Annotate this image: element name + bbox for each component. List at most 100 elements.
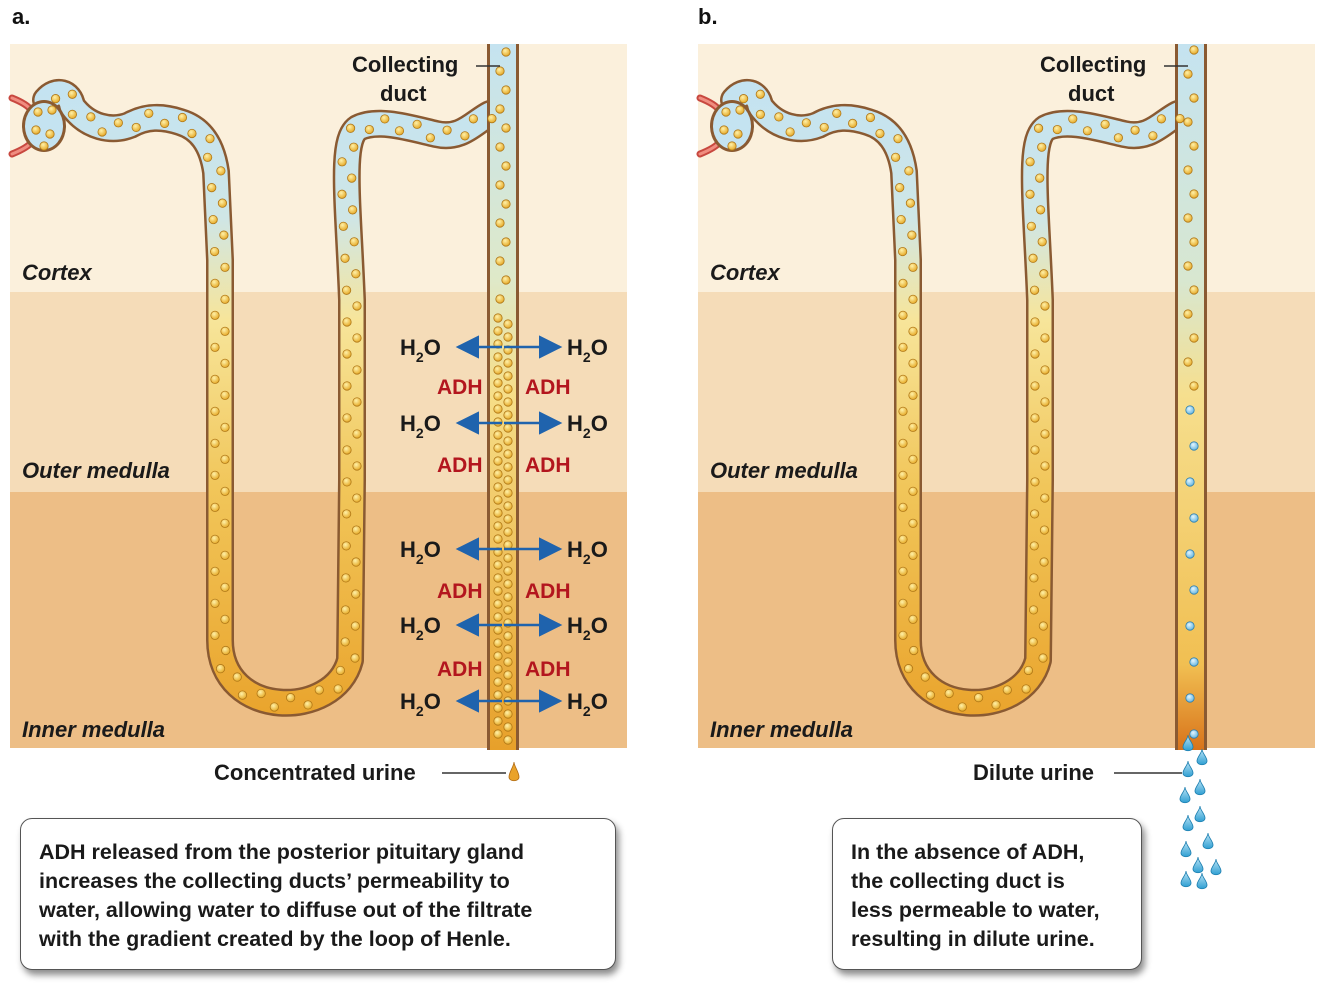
water-label: H2O bbox=[567, 335, 608, 365]
collecting-duct-label: Collecting duct bbox=[1040, 52, 1152, 106]
water-drop bbox=[1182, 814, 1194, 832]
water-label: H2O bbox=[567, 411, 608, 441]
solute-particle bbox=[97, 127, 107, 137]
solute-particle bbox=[380, 114, 390, 124]
solute-particle bbox=[493, 677, 503, 687]
solute-particle bbox=[898, 246, 908, 257]
cortex-region bbox=[698, 44, 1315, 292]
solute-particle bbox=[286, 693, 296, 703]
solute-particle bbox=[1189, 237, 1199, 247]
solute-particle bbox=[1040, 429, 1050, 439]
solute-particle bbox=[347, 173, 357, 183]
solute-particle bbox=[1029, 573, 1039, 583]
solute-particle bbox=[755, 89, 765, 99]
solute-particle bbox=[1040, 397, 1050, 407]
collecting-duct-label: Collecting duct bbox=[352, 52, 464, 106]
solute-particle bbox=[1028, 253, 1038, 263]
solute-particle bbox=[865, 112, 876, 123]
solute-particle bbox=[1035, 173, 1045, 183]
solute-particle bbox=[203, 152, 213, 162]
solute-particle bbox=[342, 349, 352, 359]
solute-particle bbox=[755, 109, 765, 119]
solute-particle bbox=[1021, 684, 1031, 694]
solute-particle bbox=[1040, 301, 1050, 311]
solute-particle bbox=[349, 142, 359, 152]
solute-particle bbox=[493, 495, 503, 505]
solute-particle bbox=[487, 114, 497, 124]
solute-particle bbox=[1183, 165, 1193, 175]
solute-particle bbox=[503, 410, 513, 420]
solute-particle bbox=[351, 269, 361, 279]
concentrated-urine-drop bbox=[508, 761, 520, 782]
solute-particle bbox=[1156, 114, 1166, 124]
solute-particle bbox=[1185, 621, 1195, 631]
solute-particle bbox=[503, 462, 513, 472]
solute-particle bbox=[493, 638, 503, 648]
solute-particle bbox=[493, 716, 503, 726]
solute-particle bbox=[341, 573, 351, 583]
solute-particle bbox=[314, 685, 324, 695]
solute-particle bbox=[493, 534, 503, 544]
solute-particle bbox=[908, 326, 918, 336]
water-label: H2O bbox=[400, 537, 441, 567]
solute-particle bbox=[113, 118, 123, 128]
solute-particle bbox=[503, 670, 513, 680]
solute-particle bbox=[503, 579, 513, 589]
solute-particle bbox=[160, 118, 170, 128]
solute-particle bbox=[785, 127, 795, 137]
water-label: H2O bbox=[567, 537, 608, 567]
panel-a-letter: a. bbox=[12, 4, 30, 29]
solute-particle bbox=[1039, 589, 1049, 599]
solute-particle bbox=[86, 112, 96, 122]
caption-b-line: less permeable to water, bbox=[851, 898, 1100, 922]
solute-particle bbox=[896, 214, 906, 225]
caption-a-line: water, allowing water to diffuse out of … bbox=[39, 898, 533, 922]
solute-particle bbox=[220, 262, 230, 272]
water-drop bbox=[1179, 786, 1191, 804]
solute-particle bbox=[503, 423, 513, 433]
solute-particle bbox=[493, 404, 503, 414]
outer-medulla-region bbox=[10, 292, 627, 492]
solute-particle bbox=[220, 454, 230, 464]
solute-particle bbox=[333, 684, 343, 694]
solute-particle bbox=[352, 365, 362, 375]
solute-particle bbox=[1028, 605, 1039, 615]
adh-label: ADH bbox=[525, 658, 571, 681]
solute-particle bbox=[1185, 477, 1195, 487]
solute-particle bbox=[1185, 549, 1195, 559]
solute-particle bbox=[493, 703, 503, 713]
solute-particle bbox=[352, 493, 362, 503]
solute-particle bbox=[908, 422, 918, 432]
solute-particle bbox=[495, 66, 505, 76]
solute-particle bbox=[493, 313, 503, 323]
solute-particle bbox=[898, 566, 908, 576]
solute-particle bbox=[503, 436, 513, 446]
solute-particle bbox=[210, 438, 220, 448]
water-drop bbox=[1210, 858, 1222, 876]
panel-b-letter: b. bbox=[698, 4, 718, 29]
solute-particle bbox=[352, 429, 362, 439]
solute-particle bbox=[1189, 93, 1199, 103]
solute-particle bbox=[340, 605, 351, 615]
solute-particle bbox=[493, 352, 503, 362]
water-label: H2O bbox=[567, 689, 608, 719]
solute-particle bbox=[1040, 365, 1050, 375]
solute-particle bbox=[721, 107, 731, 117]
water-drop bbox=[1202, 832, 1214, 850]
solute-particle bbox=[237, 690, 248, 700]
solute-particle bbox=[503, 488, 513, 498]
solute-particle bbox=[898, 630, 908, 640]
solute-particle bbox=[1189, 285, 1199, 295]
water-drop bbox=[1180, 870, 1192, 888]
solute-particle bbox=[1023, 665, 1034, 676]
solute-particle bbox=[495, 142, 505, 152]
solute-particle bbox=[503, 566, 513, 576]
collecting-duct-solutes bbox=[1183, 45, 1199, 739]
solute-particle bbox=[210, 406, 220, 416]
solute-particle bbox=[219, 230, 229, 240]
solute-particle bbox=[495, 294, 505, 304]
solute-particle bbox=[1130, 125, 1140, 135]
solute-particle bbox=[1025, 157, 1035, 167]
solute-particle bbox=[350, 621, 360, 631]
